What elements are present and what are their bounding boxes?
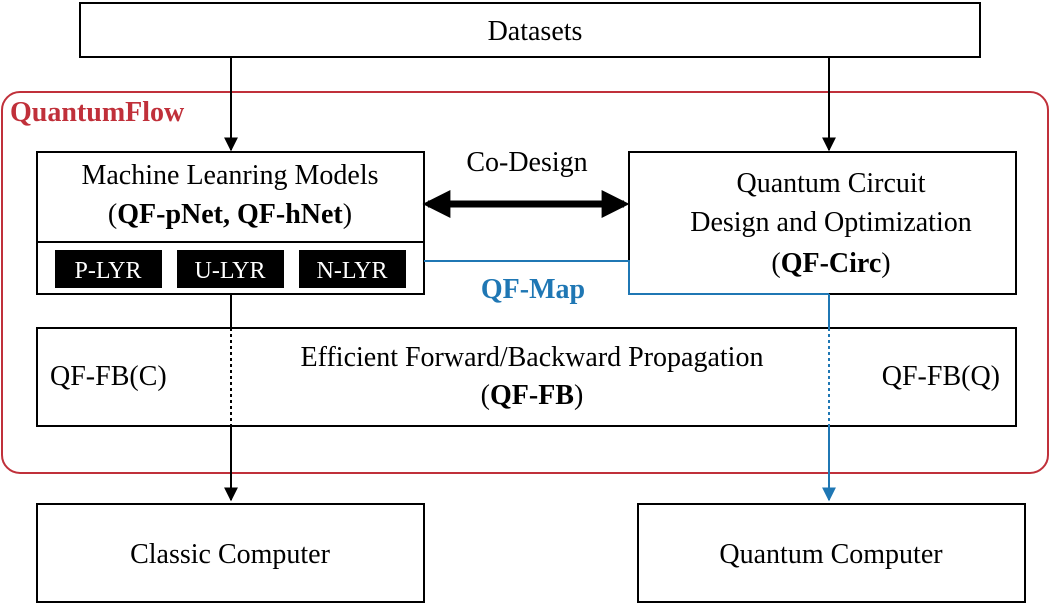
classic-computer-label: Classic Computer: [130, 539, 331, 570]
qfmap-label: QF-Map: [481, 274, 585, 305]
qfmap-connector: [424, 260, 829, 295]
layer-label-n: N-LYR: [317, 258, 388, 284]
circuit-line3: (QF-Circ): [771, 248, 890, 279]
circuit-line1: Quantum Circuit: [737, 168, 926, 199]
propagation-box: [36, 327, 1017, 427]
propagation-left-label: QF-FB(C): [50, 361, 167, 392]
layer-label-p: P-LYR: [75, 258, 142, 284]
quantumflow-frame: [1, 91, 1049, 474]
layer-badge-u: [177, 250, 284, 288]
propagation-right-label: QF-FB(Q): [882, 361, 1000, 392]
ml-models-title: Machine Leanring Models: [81, 160, 378, 191]
layer-badge-n: [299, 250, 406, 288]
quantum-computer-box: [637, 503, 1026, 603]
propagation-title: Efficient Forward/Backward Propagation: [301, 342, 764, 373]
ml-models-subtitle: (QF-pNet, QF-hNet): [108, 199, 352, 230]
datasets-label: Datasets: [488, 16, 583, 47]
layer-badge-p: [55, 250, 162, 288]
datasets-box: [79, 2, 981, 58]
propagation-subtitle: (QF-FB): [481, 380, 584, 411]
quantum-computer-label: Quantum Computer: [719, 539, 943, 570]
codesign-label: Co-Design: [466, 147, 587, 178]
circuit-line2: Design and Optimization: [690, 207, 972, 238]
quantum-circuit-box: [628, 151, 1017, 295]
classic-computer-box: [36, 503, 425, 603]
layer-label-u: U-LYR: [195, 258, 266, 284]
quantumflow-title: QuantumFlow: [10, 97, 185, 128]
